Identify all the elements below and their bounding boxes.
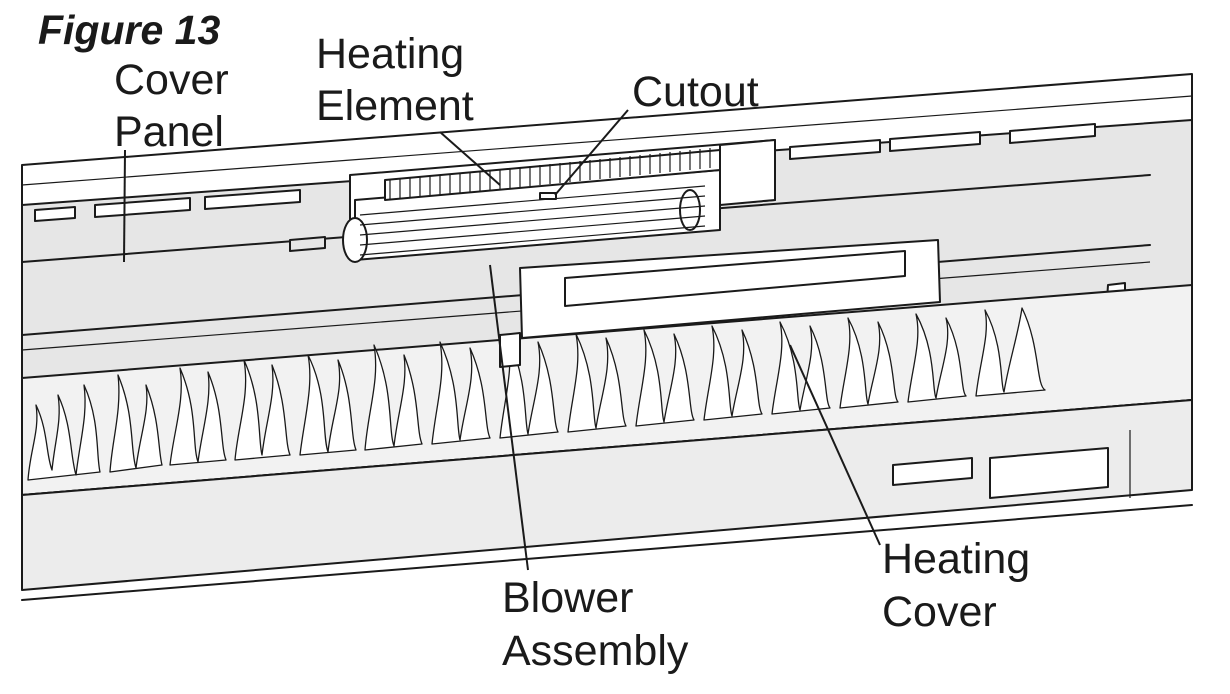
figure-title: Figure 13 <box>38 7 220 53</box>
label-cutout: Cutout <box>632 68 759 116</box>
lower-fascia <box>21 399 1193 591</box>
flame-strip <box>21 284 1193 496</box>
leader-blower-assembly <box>489 264 529 571</box>
label-heating-2: Heating <box>882 535 1030 583</box>
leader-heating-cover <box>789 344 881 546</box>
top-vent-slots <box>34 123 1096 222</box>
label-assembly: Assembly <box>502 627 689 675</box>
leader-cover-panel <box>123 149 126 263</box>
lower-fascia-bottom <box>21 504 1193 601</box>
label-panel: Panel <box>114 108 224 156</box>
heating-element <box>384 148 721 201</box>
label-cover: Cover <box>114 56 229 104</box>
control-panel-slot <box>892 457 973 486</box>
control-display-window <box>989 447 1109 499</box>
label-heating-1: Heating <box>316 30 464 78</box>
top-trim-edge <box>21 95 1193 186</box>
label-blower: Blower <box>502 574 633 622</box>
leader-cutout <box>554 109 629 196</box>
heating-cover <box>499 239 941 368</box>
leader-heating-element <box>439 131 501 186</box>
label-cover-2: Cover <box>882 588 997 636</box>
label-element: Element <box>316 82 474 130</box>
